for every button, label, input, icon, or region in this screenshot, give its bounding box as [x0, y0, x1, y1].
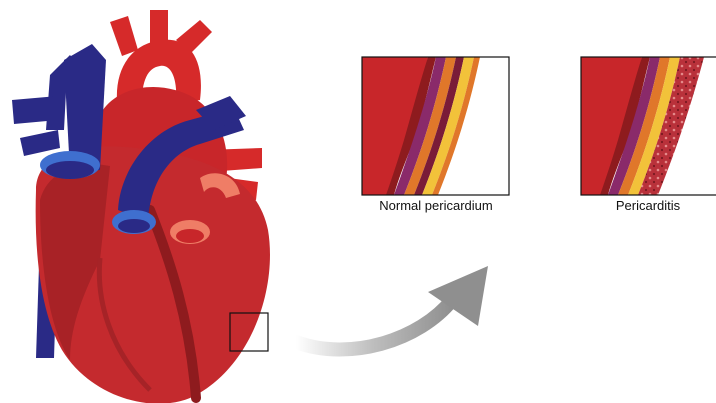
curved-arrow: [296, 266, 488, 350]
normal-pericardium-label: Normal pericardium: [361, 198, 511, 213]
left-pulmonary-vein: [12, 96, 58, 124]
left-pulmonary-vein-lower: [20, 130, 60, 156]
pericarditis-label: Pericarditis: [580, 198, 716, 213]
pericarditis-panel: [581, 57, 716, 195]
normal-pericardium-panel: [362, 57, 509, 195]
heart-illustration: [12, 10, 270, 403]
aortic-branch-2: [150, 10, 168, 46]
aortic-branch-1: [110, 16, 138, 56]
